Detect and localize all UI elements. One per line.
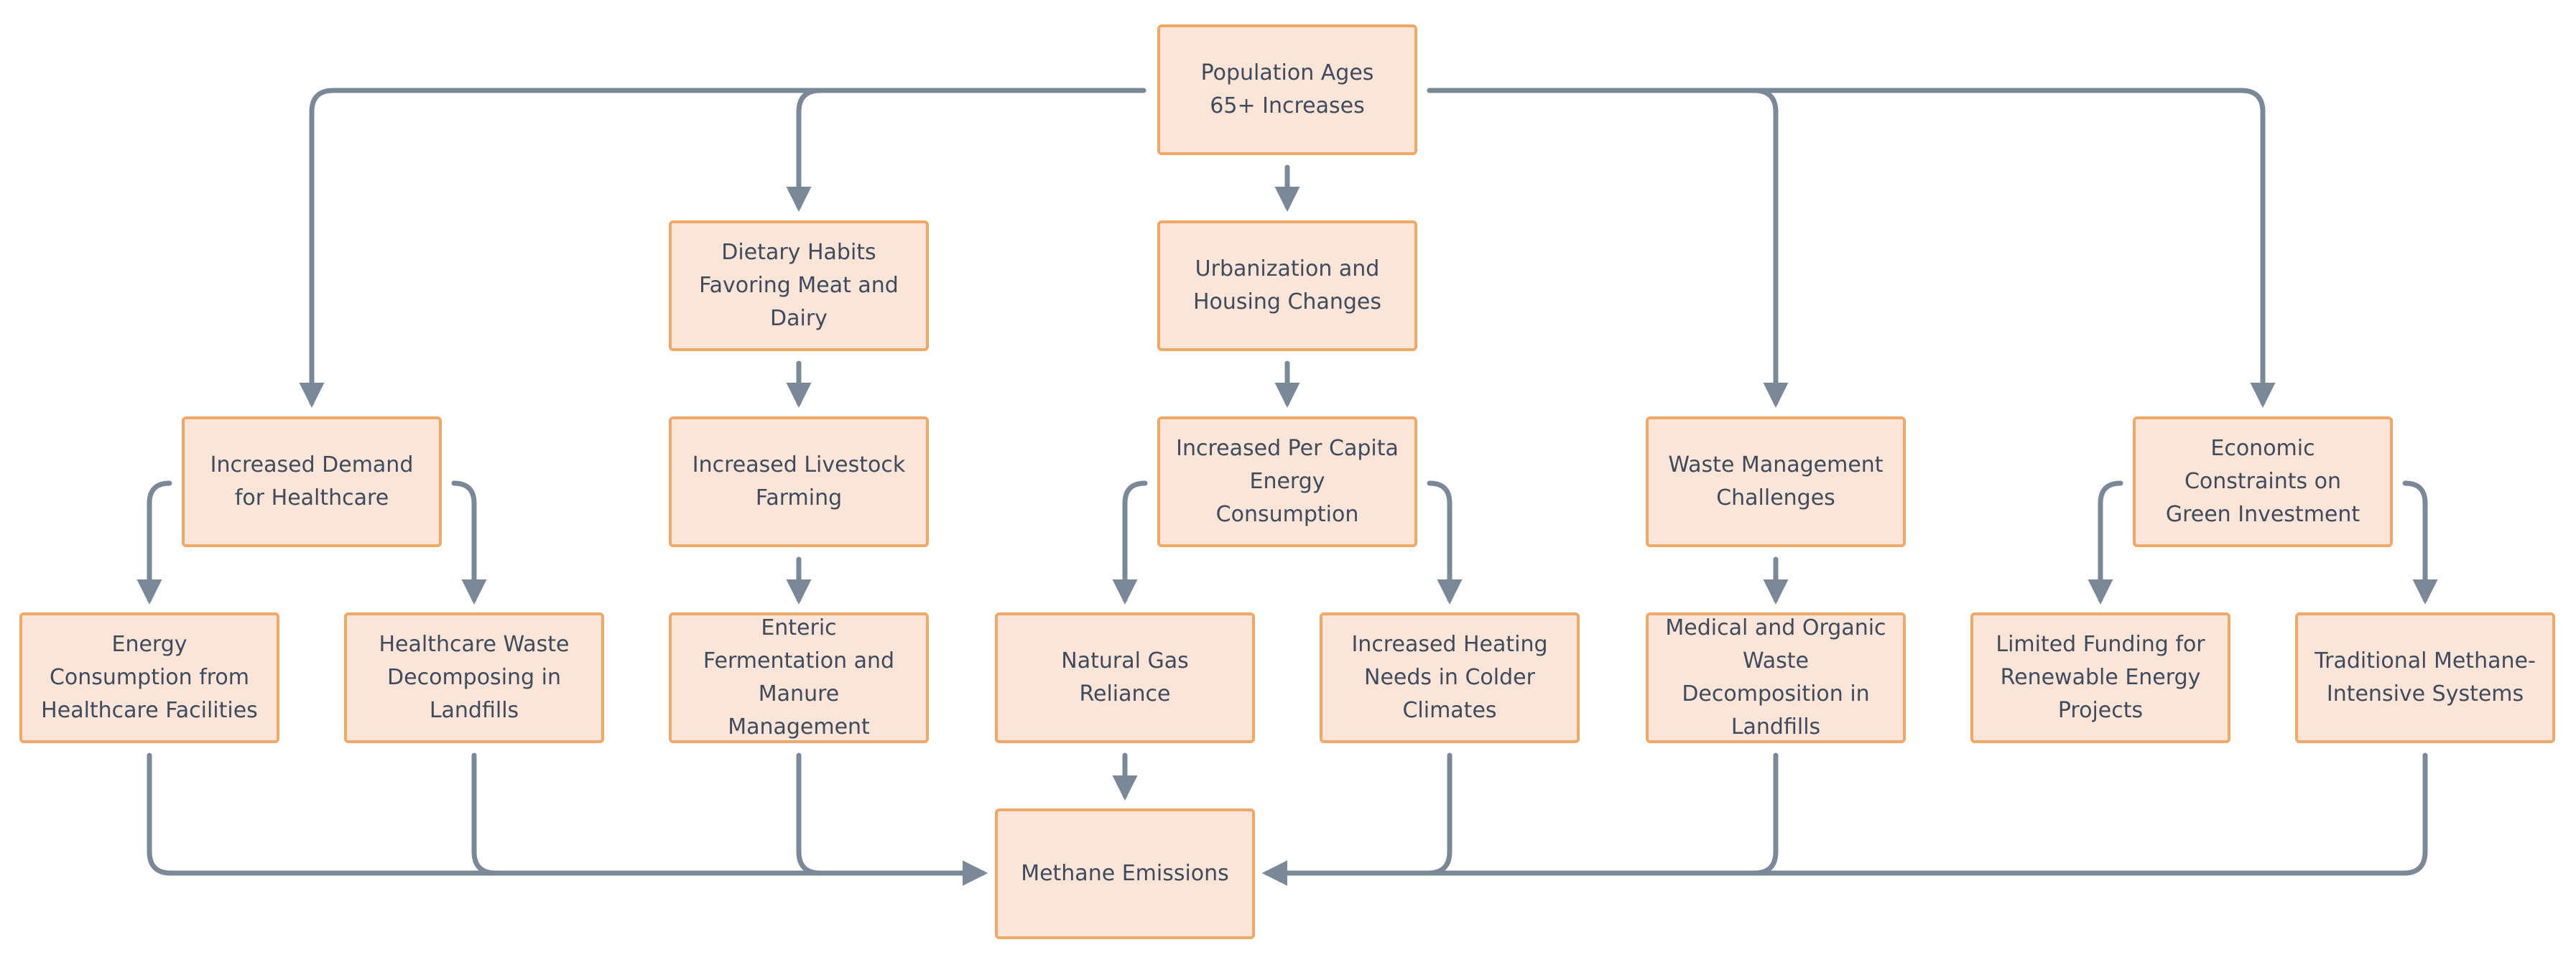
node-label: Increased Heating Needs in Colder Climat…: [1351, 632, 1548, 723]
edge-healthcare-waste-to-methane: [471, 752, 988, 886]
node-economic-constraints: Economic Constraints on Green Investment: [2133, 416, 2393, 547]
node-label: Urbanization and Housing Changes: [1193, 256, 1381, 314]
node-healthcare-waste-landfills: Healthcare Waste Decomposing in Landfill…: [344, 612, 604, 743]
edge-economic-to-limited-funding: [2088, 480, 2123, 605]
edge-energy-to-heating: [1427, 480, 1463, 605]
node-label: Methane Emissions: [1021, 861, 1229, 886]
node-label: Increased Livestock Farming: [692, 452, 906, 511]
edge-energy-to-natural-gas: [1112, 480, 1148, 605]
node-label: Traditional Methane-Intensive Systems: [2315, 648, 2536, 707]
node-label: Increased Per Capita Energy Consumption: [1176, 436, 1399, 527]
node-increased-demand-healthcare: Increased Demand for Healthcare: [182, 416, 442, 547]
node-label: Population Ages 65+ Increases: [1200, 60, 1374, 118]
node-label: Healthcare Waste Decomposing in Landfill…: [379, 632, 570, 723]
node-label: Medical and Organic Waste Decomposition …: [1665, 615, 1886, 740]
node-label: Limited Funding for Renewable Energy Pro…: [1996, 632, 2205, 723]
node-label: Economic Constraints on Green Investment: [2165, 436, 2360, 527]
node-label: Dietary Habits Favoring Meat and Dairy: [699, 240, 899, 331]
node-label: Enteric Fermentation and Manure Manageme…: [703, 615, 895, 740]
node-medical-organic-waste: Medical and Organic Waste Decomposition …: [1646, 612, 1906, 743]
edge-population-to-dietary: [786, 88, 1146, 212]
node-label: Waste Management Challenges: [1668, 452, 1884, 511]
node-population-ages-65-increases: Population Ages 65+ Increases: [1157, 24, 1417, 155]
edge-traditional-to-methane: [1262, 752, 2428, 886]
edge-healthcare-energy-to-methane: [147, 752, 988, 886]
edge-enteric-to-methane: [796, 752, 988, 886]
edge-medical-waste-to-methane: [1262, 752, 1779, 886]
node-increased-heating-needs: Increased Heating Needs in Colder Climat…: [1320, 612, 1580, 743]
node-natural-gas-reliance: Natural Gas Reliance: [995, 612, 1255, 743]
node-healthcare-energy-consumption: Energy Consumption from Healthcare Facil…: [19, 612, 279, 743]
node-label: Natural Gas Reliance: [1061, 648, 1189, 707]
edge-healthcare-demand-to-healthcare-waste: [451, 480, 487, 605]
node-increased-energy-consumption: Increased Per Capita Energy Consumption: [1157, 416, 1417, 547]
node-limited-funding: Limited Funding for Renewable Energy Pro…: [1970, 612, 2230, 743]
node-urbanization: Urbanization and Housing Changes: [1157, 220, 1417, 351]
node-dietary-habits: Dietary Habits Favoring Meat and Dairy: [669, 220, 929, 351]
node-label: Increased Demand for Healthcare: [210, 452, 414, 511]
node-methane-emissions: Methane Emissions: [995, 808, 1255, 939]
edge-healthcare-demand-to-healthcare-energy: [136, 480, 172, 605]
node-enteric-fermentation: Enteric Fermentation and Manure Manageme…: [669, 612, 929, 743]
edge-population-to-healthcare-demand: [299, 88, 1146, 408]
node-waste-management-challenges: Waste Management Challenges: [1646, 416, 1906, 547]
node-increased-livestock-farming: Increased Livestock Farming: [669, 416, 929, 547]
edge-economic-to-traditional: [2402, 480, 2438, 605]
node-label: Energy Consumption from Healthcare Facil…: [41, 632, 258, 723]
node-traditional-methane-systems: Traditional Methane-Intensive Systems: [2295, 612, 2555, 743]
edge-population-to-economic: [1427, 88, 2276, 408]
edge-population-to-waste-mgmt: [1427, 88, 1789, 408]
edge-heating-to-methane: [1262, 752, 1453, 886]
